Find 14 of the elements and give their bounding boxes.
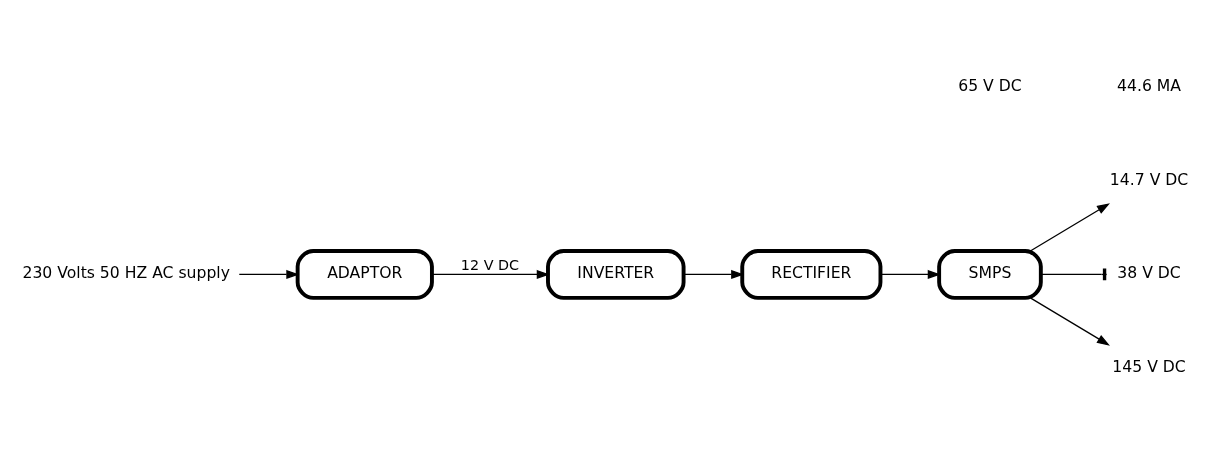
arrow [880,269,941,279]
arrow [1030,297,1110,346]
node-text: 230 Volts 50 HZ AC supply [22,262,230,282]
node-text: 14.7 V DC [1109,169,1189,189]
node-box: INVERTER [546,248,686,300]
label: 44.6 MA [1117,75,1182,95]
arrow [1030,202,1110,251]
node-box: SMPS [937,248,1043,300]
label: 65 V DC [958,75,1022,95]
node-box: RECTIFIER [740,248,883,300]
node-text: 145 V DC [1112,356,1186,376]
edge-label: 12 V DC [460,256,520,273]
node-text: 38 V DC [1117,262,1181,282]
node-box: ADAPTOR [295,248,434,300]
